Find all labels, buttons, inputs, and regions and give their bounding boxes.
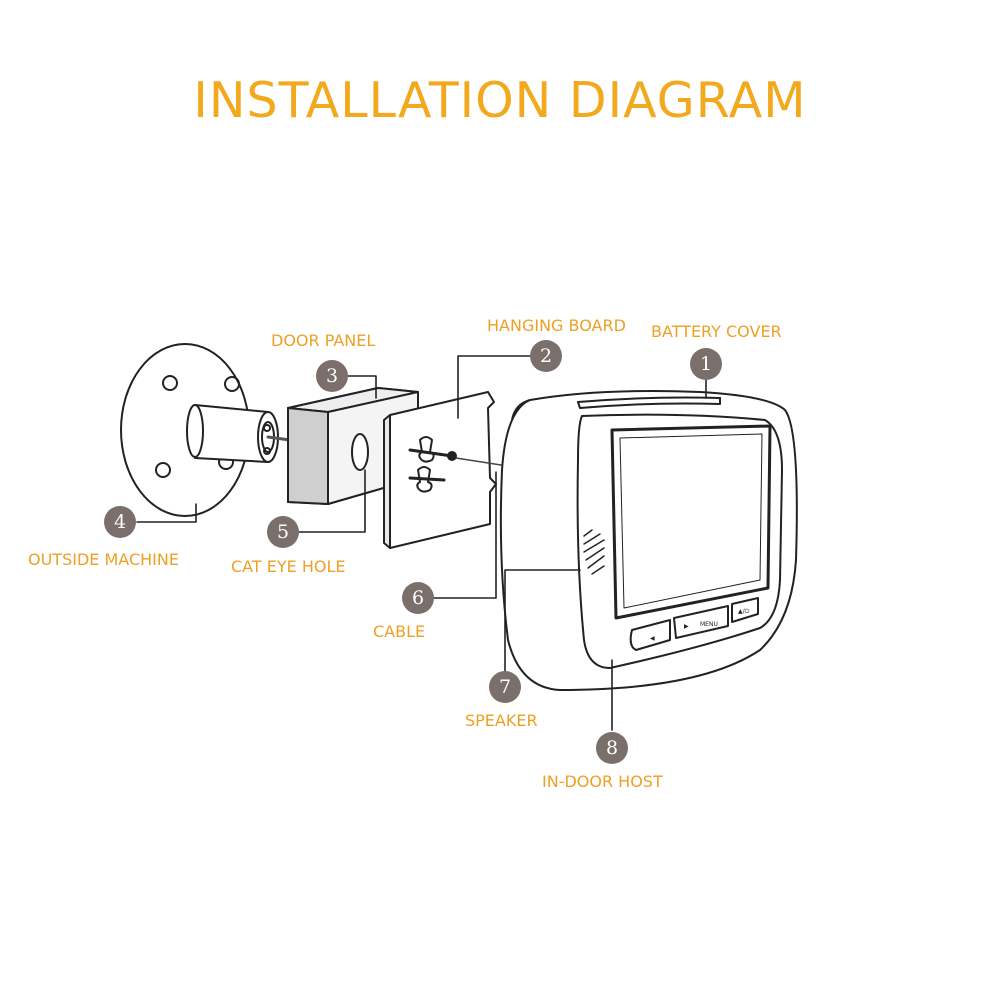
label-speaker: SPEAKER: [465, 711, 538, 730]
left-button-glyph: ◀: [650, 635, 655, 642]
page-title: INSTALLATION DIAGRAM: [193, 72, 807, 129]
badge-6: 6: [402, 582, 434, 614]
badge-4: 4: [104, 506, 136, 538]
menu-button-text: MENU: [700, 621, 718, 628]
label-hanging-board: HANGING BOARD: [487, 316, 626, 335]
label-door-panel: DOOR PANEL: [271, 331, 376, 350]
outside-machine: [120, 343, 372, 517]
label-cable: CABLE: [373, 622, 426, 641]
badge-8: 8: [596, 732, 628, 764]
in-door-host: [499, 390, 798, 691]
up-power-button-text: ▲/⏻: [738, 608, 750, 615]
label-battery-cover: BATTERY COVER: [651, 322, 782, 341]
badge-1: 1: [690, 348, 722, 380]
hanging-board: [383, 391, 521, 549]
badge-5: 5: [267, 516, 299, 548]
label-outside-machine: OUTSIDE MACHINE: [28, 550, 179, 569]
label-cat-eye-hole: CAT EYE HOLE: [231, 557, 346, 576]
badge-3: 3: [316, 360, 348, 392]
badge-2: 2: [530, 340, 562, 372]
badge-7: 7: [489, 671, 521, 703]
leader-lines: [136, 355, 707, 731]
right-button-glyph: ▶: [684, 623, 689, 630]
label-in-door-host: IN-DOOR HOST: [542, 772, 663, 791]
